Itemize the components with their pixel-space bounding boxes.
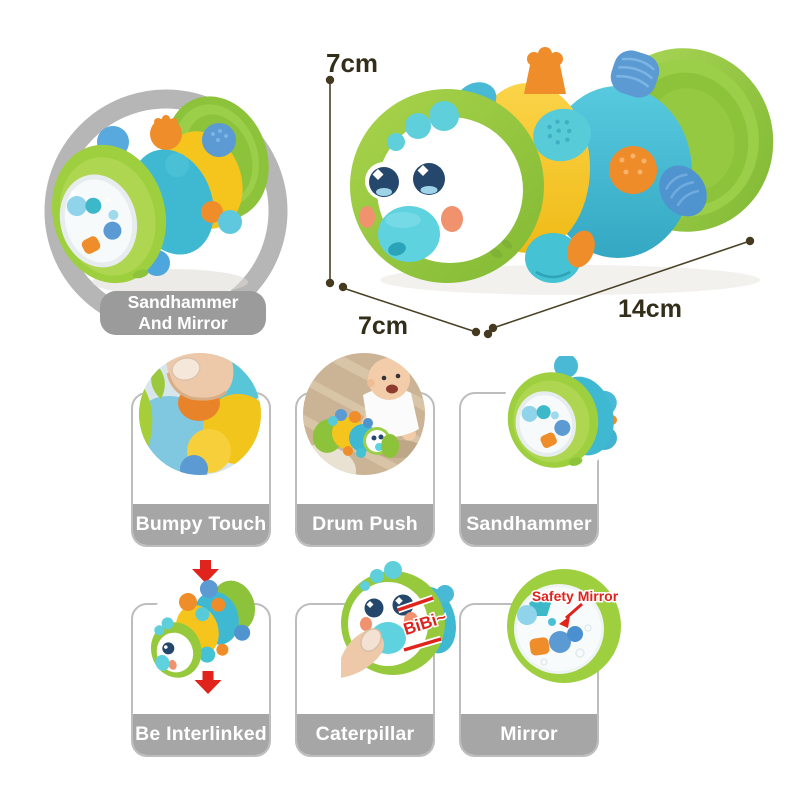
feature-label-mirror: Mirror [461, 714, 597, 755]
caterpillar-photo: BiBi~ [341, 561, 457, 678]
toy-being-pushed [312, 409, 399, 458]
length-dimension-label: 14cm [618, 295, 682, 323]
interlinked-toy [150, 579, 256, 678]
orange-crown-bump [524, 47, 566, 94]
inset-label-line1: Sandhammer [127, 292, 239, 312]
teal-bottom-bump [525, 233, 581, 283]
finger [341, 628, 384, 678]
orange-bottom-bump [567, 230, 595, 268]
main-toy [350, 47, 774, 283]
finger [165, 353, 234, 401]
inset-label-line2: And Mirror [138, 313, 228, 333]
sandhammer-mirror-inset-illustration [44, 89, 288, 333]
teal-waffle-bump [533, 108, 591, 162]
width-dimension-line [345, 288, 474, 332]
baby-head [368, 358, 410, 400]
feature-label-drum-push: Drum Push [297, 504, 433, 545]
baby [361, 358, 424, 458]
bumpy-touch-photo [139, 353, 261, 475]
sandhammer-wheel [507, 372, 599, 468]
orange-spiky-bump [609, 146, 657, 194]
left-eye [365, 162, 403, 200]
drum-push-photo [303, 353, 425, 475]
safety-mirror-arrow-icon [565, 602, 583, 620]
sound-line-icon [403, 637, 442, 652]
dimension-annotations: 7cm 7cm 14cm [325, 48, 755, 340]
left-cheek [359, 206, 375, 228]
blue-ribbed-bump-lower [659, 165, 707, 217]
snout [378, 206, 440, 262]
press-down-arrow-icon [192, 560, 219, 583]
mirror-photo: Safety Mirror [507, 569, 621, 683]
feature-label-sandhammer: Sandhammer [461, 504, 597, 545]
be-interlinked-photo [144, 560, 260, 694]
inset-toy [51, 96, 269, 284]
toy-head [350, 89, 544, 283]
feature-label-caterpillar: Caterpillar [297, 714, 433, 755]
fingernail [171, 357, 201, 381]
blue-ribbed-bump [610, 50, 660, 98]
feature-label-bumpy-touch: Bumpy Touch [133, 504, 269, 545]
sound-line-icon [397, 596, 434, 612]
length-dimension-line [495, 241, 748, 328]
right-eye [409, 158, 449, 198]
right-cheek [441, 206, 463, 232]
height-dimension-label: 7cm [326, 48, 378, 78]
feature-label-be-interlinked: Be Interlinked [133, 714, 269, 755]
caterpillar-eyes [362, 591, 416, 619]
press-up-arrow-icon [194, 671, 222, 694]
width-dimension-label: 7cm [358, 312, 408, 340]
sandhammer-photo [500, 356, 617, 476]
inset-mirror-wheel [51, 144, 167, 284]
main-toy-illustration: 7cm 7cm 14cm [325, 47, 774, 340]
safety-mirror-annotation: Safety Mirror [532, 588, 619, 604]
inset-label-banner: Sandhammer And Mirror [100, 291, 266, 335]
